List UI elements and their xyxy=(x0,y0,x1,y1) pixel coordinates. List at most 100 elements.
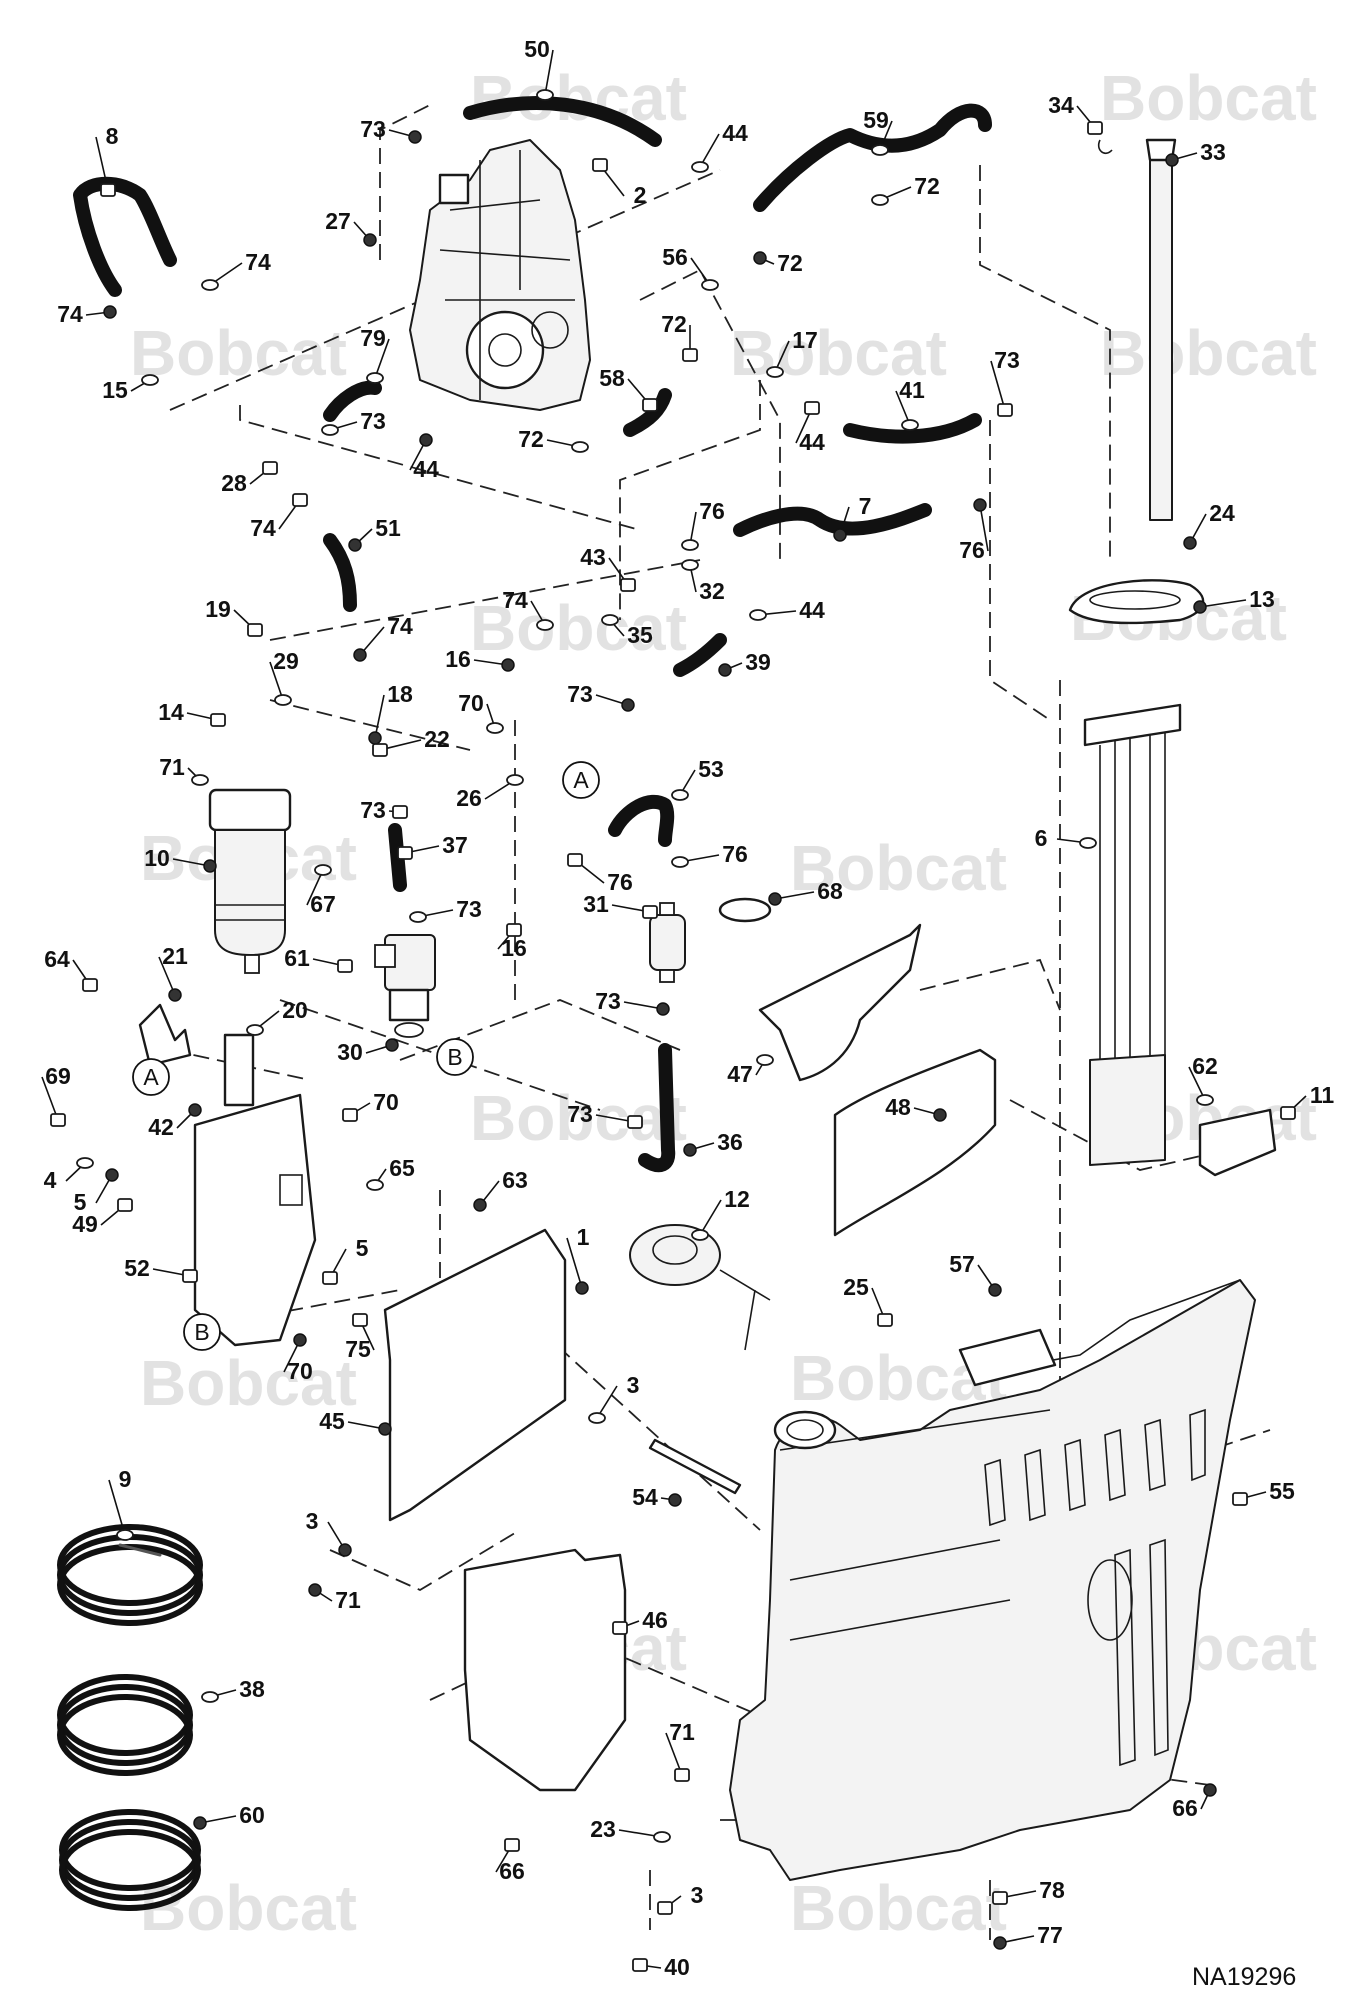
hardware-part xyxy=(274,694,292,706)
callout-number: 20 xyxy=(282,997,308,1023)
hardware-part xyxy=(992,1891,1008,1905)
callout-number: 33 xyxy=(1200,139,1226,165)
hardware-part xyxy=(352,1313,368,1327)
callout-number: 76 xyxy=(722,841,748,867)
callout-number: 79 xyxy=(360,325,386,351)
watermark-text: Bobcat xyxy=(470,592,687,664)
callout-number: 73 xyxy=(994,347,1020,373)
hardware-part xyxy=(588,1412,606,1424)
callout-number: 64 xyxy=(44,946,70,972)
callout-number: 48 xyxy=(885,1094,911,1120)
callout-number: 73 xyxy=(595,988,621,1014)
watermark-text: Bobcat xyxy=(1100,62,1317,134)
callout-number: 31 xyxy=(583,891,609,917)
callout-number: 78 xyxy=(1039,1877,1065,1903)
callout-number: 70 xyxy=(373,1089,399,1115)
callout-number: 41 xyxy=(899,377,925,403)
engine-assembly xyxy=(409,139,591,411)
callout-labels: 1233345567891011121314151616171819202122… xyxy=(44,36,1335,1980)
hardware-part xyxy=(612,1621,628,1635)
callout-number: 44 xyxy=(413,456,439,482)
watermark-text: Bobcat xyxy=(730,317,947,389)
hardware-part xyxy=(201,1691,219,1703)
hardware-part xyxy=(247,623,263,637)
hardware-part xyxy=(768,892,782,906)
hardware-part xyxy=(567,853,583,867)
hardware-part xyxy=(76,1157,94,1169)
callout-leader xyxy=(269,661,284,701)
callout-number: 6 xyxy=(1035,825,1048,851)
callout-number: 40 xyxy=(664,1954,690,1980)
reference-mark-letter: A xyxy=(143,1064,159,1090)
hardware-part xyxy=(397,846,413,860)
callout-number: 75 xyxy=(345,1336,371,1362)
callout-number: 44 xyxy=(799,429,825,455)
hardware-part xyxy=(50,1113,66,1127)
hardware-part xyxy=(766,366,784,378)
callout-number: 66 xyxy=(1172,1795,1198,1821)
hardware-part xyxy=(473,1198,487,1212)
filler-cap xyxy=(629,1224,771,1351)
callout-number: 66 xyxy=(499,1858,525,1884)
hardware-part xyxy=(871,194,889,206)
watermark-text: Bobcat xyxy=(790,832,1007,904)
callout-number: 73 xyxy=(456,896,482,922)
callout-number: 36 xyxy=(717,1129,743,1155)
hardware-part xyxy=(993,1936,1007,1950)
sender-assembly xyxy=(1068,579,1205,1166)
hardware-part xyxy=(871,144,889,156)
hardware-part xyxy=(668,1493,682,1507)
callout-number: 39 xyxy=(745,649,771,675)
hardware-part xyxy=(642,905,658,919)
callout-number: 3 xyxy=(306,1508,319,1534)
reference-mark-circle xyxy=(562,761,600,799)
callout-number: 18 xyxy=(387,681,413,707)
callout-number: 42 xyxy=(148,1114,174,1140)
callout-number: 72 xyxy=(777,250,803,276)
callout-number: 28 xyxy=(221,470,247,496)
hardware-part xyxy=(620,578,636,592)
callout-number: 9 xyxy=(119,1466,132,1492)
callout-number: 16 xyxy=(501,935,527,961)
callout-number: 59 xyxy=(863,107,889,133)
callout-number: 69 xyxy=(45,1063,71,1089)
callout-number: 71 xyxy=(335,1587,361,1613)
callout-number: 7 xyxy=(859,493,872,519)
hardware-part xyxy=(504,1838,520,1852)
callout-number: 16 xyxy=(445,646,471,672)
callout-number: 73 xyxy=(567,1101,593,1127)
callout-number: 74 xyxy=(502,587,528,613)
hardware-part xyxy=(366,1179,384,1191)
hardware-part xyxy=(103,305,117,319)
reference-mark-circle xyxy=(436,1038,474,1076)
hardware-part xyxy=(188,1103,202,1117)
callout-leader xyxy=(990,360,1006,411)
hardware-part xyxy=(833,528,847,542)
callout-number: 52 xyxy=(124,1255,150,1281)
callout-leader xyxy=(566,1237,583,1289)
callout-number: 4 xyxy=(44,1167,57,1193)
callout-leader xyxy=(699,1199,722,1236)
hardware-part xyxy=(571,441,589,453)
hardware-part xyxy=(378,1422,392,1436)
callout-leader xyxy=(95,136,109,191)
hardware-part xyxy=(506,774,524,786)
hardware-part xyxy=(621,698,635,712)
callout-number: 76 xyxy=(699,498,725,524)
hardware-part xyxy=(749,609,767,621)
hardware-part xyxy=(701,279,719,291)
callout-number: 74 xyxy=(245,249,271,275)
hardware-part xyxy=(718,663,732,677)
callout-number: 71 xyxy=(669,1719,695,1745)
callout-number: 74 xyxy=(250,515,276,541)
callout-number: 38 xyxy=(239,1676,265,1702)
callout-number: 5 xyxy=(74,1189,87,1215)
hardware-part xyxy=(536,89,554,101)
hardware-part xyxy=(682,348,698,362)
hardware-part xyxy=(292,493,308,507)
callout-number: 73 xyxy=(360,408,386,434)
hardware-part xyxy=(756,1054,774,1066)
hardware-part xyxy=(308,1583,322,1597)
callout-number: 70 xyxy=(458,690,484,716)
